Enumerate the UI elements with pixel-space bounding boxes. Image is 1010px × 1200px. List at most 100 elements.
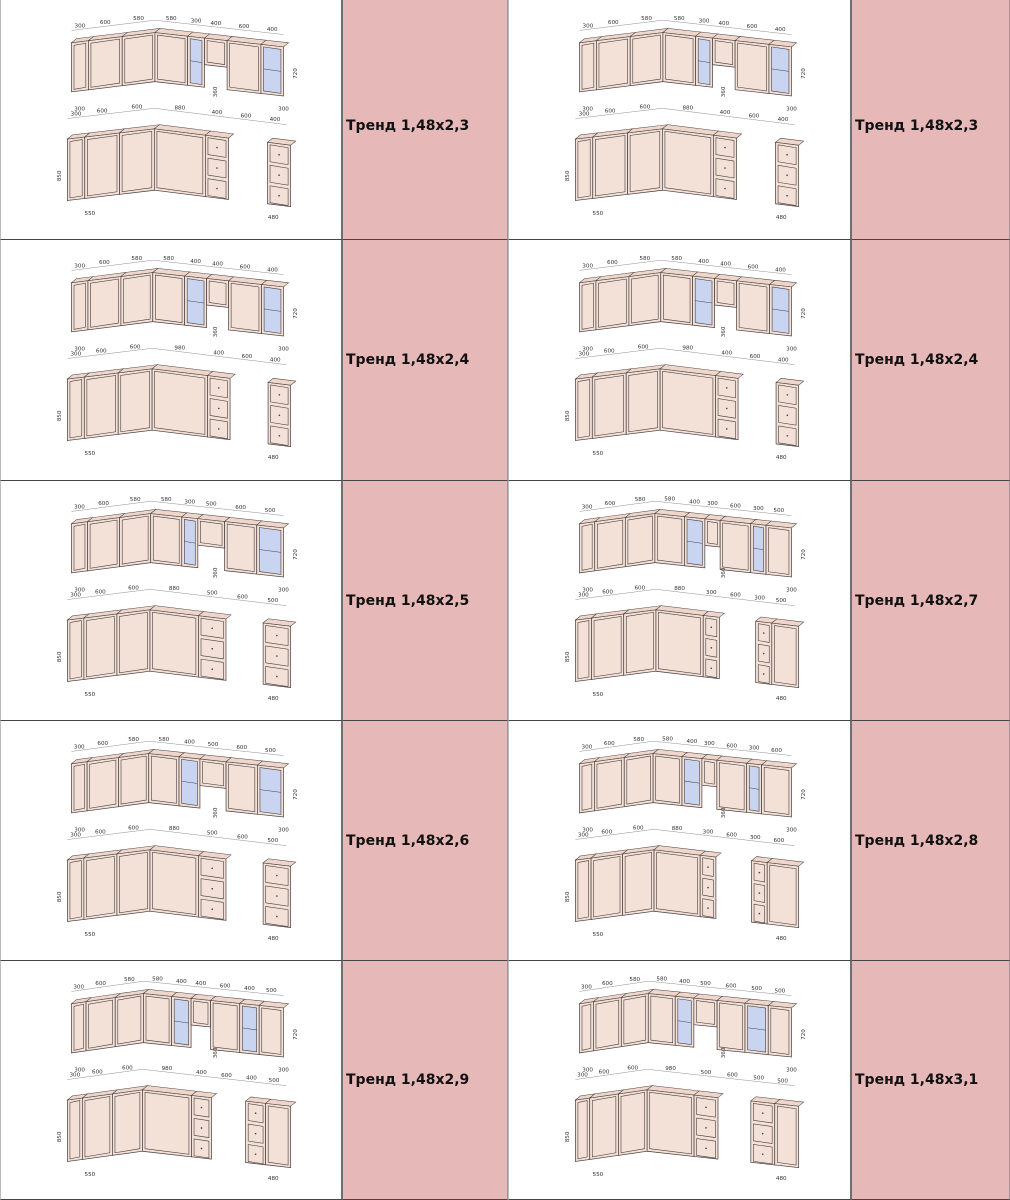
lower-left-depth-label: 550 <box>85 211 96 217</box>
cabinet-door <box>151 755 177 804</box>
upper-dimension-label: 300 <box>581 984 592 990</box>
cabinet-door <box>719 1002 743 1051</box>
base-cabinet <box>118 124 161 195</box>
base-cabinet <box>590 849 629 920</box>
upper-dimension-label: 500 <box>208 742 219 748</box>
base-cabinet <box>190 1090 218 1160</box>
cabinet-door <box>657 515 683 564</box>
base-cabinet <box>266 137 297 208</box>
hood-height-label: 360 <box>721 326 727 337</box>
upper-dimension-label: 500 <box>206 502 217 508</box>
lower-dimension-label: 600 <box>242 354 253 360</box>
dimension-line <box>579 980 792 996</box>
base-cabinet <box>265 1098 297 1169</box>
upper-cabinet <box>734 36 775 94</box>
dimension-line <box>579 259 792 275</box>
kitchen-set-label-cell: Тренд 1,48x2,3 <box>343 0 508 240</box>
lower-left-depth-label: 550 <box>85 692 96 698</box>
cabinet-door <box>69 620 82 680</box>
lower-dimension-label: 500 <box>207 831 218 837</box>
cabinet-door <box>229 42 259 92</box>
base-cabinet <box>66 1093 89 1162</box>
dimension-line <box>575 1069 795 1086</box>
base-cabinet <box>66 372 91 441</box>
upper-dimension-label: 580 <box>128 737 139 743</box>
upper-cabinet <box>205 274 235 308</box>
upper-dimension-label: 300 <box>191 19 202 25</box>
lower-dimension-label: 300 <box>71 111 82 117</box>
upper-dimension-label: 500 <box>774 988 785 994</box>
cabinet-door <box>658 611 701 675</box>
cabinet-door <box>631 274 659 324</box>
upper-dimension-label: 600 <box>604 741 615 747</box>
lower-right-depth-label: 480 <box>776 215 787 221</box>
base-cabinet <box>574 372 599 441</box>
lower-dimension-label: 600 <box>773 838 784 844</box>
cabinet-door <box>577 620 590 680</box>
base-cabinet <box>149 605 205 678</box>
cabinet-door <box>144 1091 190 1155</box>
lower-dimension-label: 880 <box>169 586 180 592</box>
upper-left-depth-label: 300 <box>582 106 593 112</box>
cabinet-door <box>707 520 718 545</box>
cabinet-door <box>596 759 622 809</box>
upper-cabinet <box>746 758 768 815</box>
base-cabinet <box>83 128 126 199</box>
upper-dimension-label: 580 <box>161 497 172 503</box>
upper-cabinet <box>260 39 290 97</box>
upper-dimension-label: 400 <box>267 27 278 33</box>
base-cabinet <box>117 364 159 435</box>
upper-dimension-label: 600 <box>602 981 613 987</box>
upper-cabinet <box>592 993 628 1052</box>
dimension-line <box>71 19 284 35</box>
upper-dimension-label: 580 <box>635 497 646 503</box>
base-cabinet <box>646 1085 700 1157</box>
kitchen-set-name: Тренд 1,48x3,1 <box>855 1072 979 1088</box>
lower-dimension-label: 600 <box>122 1065 133 1071</box>
lower-dimension-label: 600 <box>128 585 139 591</box>
upper-dimension-label: 600 <box>98 501 109 507</box>
hood-height-label: 360 <box>213 567 219 578</box>
cabinet-door <box>154 370 206 435</box>
lower-right-depth-label: 480 <box>776 1176 787 1182</box>
kitchen-set-name: Тренд 1,48x2,3 <box>855 118 979 134</box>
upper-dimension-label: 400 <box>679 979 690 985</box>
cabinet-door <box>206 40 225 65</box>
upper-dimension-label: 400 <box>212 261 223 267</box>
cabinet-door <box>88 999 113 1049</box>
lower-dimension-label: 400 <box>213 350 224 356</box>
base-cabinet <box>591 368 633 439</box>
lower-dimension-label: 600 <box>633 825 644 831</box>
cabinet-door <box>722 522 749 571</box>
upper-dimension-label: 600 <box>100 20 111 26</box>
upper-right-depth-label: 300 <box>786 346 797 352</box>
upper-dimension-label: 580 <box>664 497 675 503</box>
lower-dimension-label: 300 <box>578 351 589 357</box>
lower-dimension-label: 600 <box>750 354 761 360</box>
base-cabinet <box>766 858 805 929</box>
cabinet-door <box>581 523 593 571</box>
cabinet-door <box>193 1000 209 1025</box>
upper-dimension-label: 300 <box>74 744 85 750</box>
upper-cabinet <box>683 512 711 569</box>
upper-dimension-label: 300 <box>707 501 718 507</box>
dimension-line <box>71 980 284 996</box>
upper-cabinet <box>170 992 197 1048</box>
cabinet-door <box>121 130 153 193</box>
base-cabinet <box>625 364 667 435</box>
upper-dimension-label: 300 <box>749 746 760 752</box>
lower-left-depth-label: 550 <box>85 932 96 938</box>
lower-dimension-label: 600 <box>634 585 645 591</box>
upper-dimension-label: 580 <box>133 16 144 22</box>
hood-height-label: 360 <box>213 326 219 337</box>
cabinet-door <box>662 370 714 435</box>
upper-dimension-label: 500 <box>265 748 276 754</box>
base-cabinet <box>83 609 123 680</box>
kitchen-set-name: Тренд 1,48x2,6 <box>346 832 470 849</box>
cabinet-door <box>69 379 83 439</box>
cabinet-door <box>208 280 227 306</box>
kitchen-set-name: Тренд 1,48x2,7 <box>855 592 979 609</box>
upper-right-depth-label: 300 <box>278 106 289 112</box>
